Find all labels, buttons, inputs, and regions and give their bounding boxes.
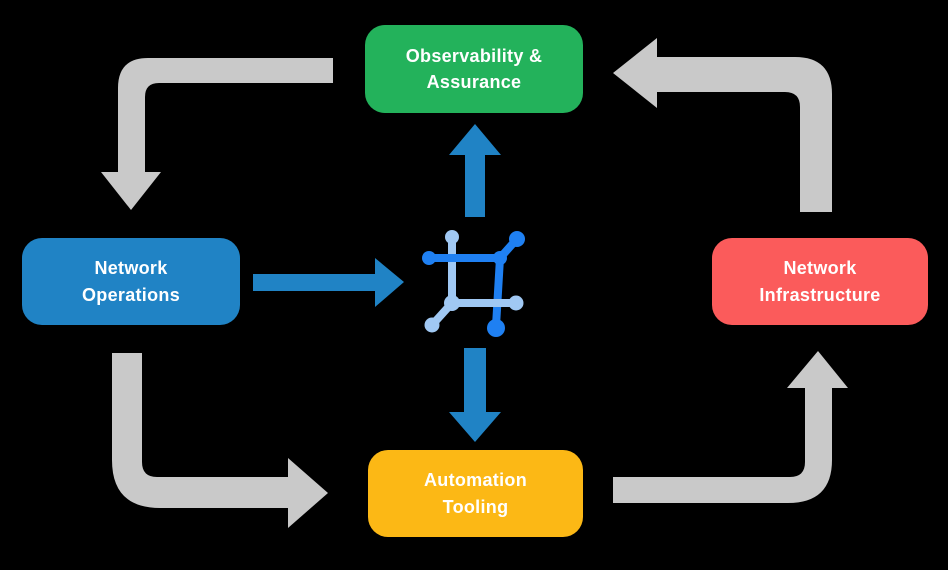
icon-topright-node xyxy=(509,231,525,247)
icon-bottomleft-node xyxy=(424,317,440,333)
arrow-shape xyxy=(449,348,501,442)
arrow-automation-to-infrastructure xyxy=(613,351,848,503)
arrow-shape xyxy=(112,353,328,528)
network-automation-icon xyxy=(422,230,525,337)
arrow-shape xyxy=(449,124,501,217)
icon-right-edge xyxy=(492,254,504,330)
icon-corner-node-tr xyxy=(493,251,507,265)
icon-bottom-node xyxy=(487,319,505,337)
arrow-icon-to-automation xyxy=(449,348,501,442)
node-automation-tooling: Automation Tooling xyxy=(368,450,583,537)
icon-right-node xyxy=(508,295,524,311)
node-label-line2: Operations xyxy=(81,284,181,305)
arrow-shape xyxy=(253,258,404,307)
node-label-line1: Network xyxy=(783,258,857,279)
node-label-line2: Assurance xyxy=(426,72,522,92)
node-observability-assurance: Observability & Assurance xyxy=(365,25,583,113)
node-label-line1: Network xyxy=(94,258,168,279)
icon-top-node xyxy=(445,230,459,244)
arrow-operations-to-icon xyxy=(253,258,404,307)
node-label-line1: Observability & xyxy=(405,45,543,66)
arrow-observability-to-operations xyxy=(101,58,333,210)
node-label-line2: Tooling xyxy=(442,496,509,517)
arrow-operations-to-automation xyxy=(112,353,328,528)
arrow-icon-to-observability xyxy=(449,124,501,217)
arrow-shape xyxy=(613,38,832,212)
icon-corner-node-bl xyxy=(444,295,460,311)
node-label-line2: Infrastructure xyxy=(759,284,881,305)
node-network-operations: Network Operations xyxy=(22,238,240,325)
arrow-shape xyxy=(613,351,848,503)
arrow-shape xyxy=(101,58,333,210)
node-label-line1: Automation xyxy=(424,470,527,491)
arrow-infrastructure-to-observability xyxy=(613,38,832,212)
node-network-infrastructure: Network Infrastructure xyxy=(712,238,928,325)
icon-left-node xyxy=(422,251,436,265)
